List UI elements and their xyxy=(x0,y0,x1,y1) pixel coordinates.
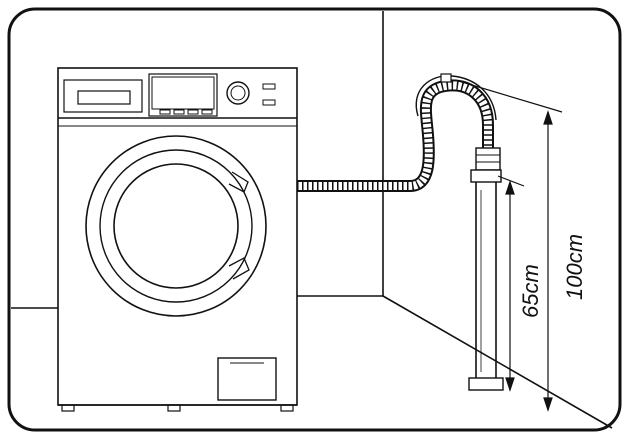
hose-guide-tip xyxy=(440,73,452,83)
program-dial-inner xyxy=(230,85,246,101)
dimension-markers xyxy=(454,79,563,412)
drawer-handle xyxy=(77,90,131,105)
power-button xyxy=(262,99,276,106)
start-button xyxy=(262,83,276,90)
door-hinge-upper xyxy=(228,171,249,193)
program-buttons xyxy=(159,109,213,115)
drain-hose-icon xyxy=(297,73,501,192)
program-dial-icon xyxy=(226,81,250,105)
door-outer-ring xyxy=(85,135,267,317)
dimension-65-arrow-top xyxy=(505,180,515,195)
dimension-65-arrow-bottom xyxy=(505,377,515,392)
standpipe-top-collar xyxy=(470,169,502,183)
dimension-100-arrow-bottom xyxy=(543,397,553,412)
label-100cm: 100cm xyxy=(562,234,587,300)
display-panel xyxy=(148,73,218,117)
label-65cm: 65cm xyxy=(518,264,543,318)
hose-guide-clip xyxy=(415,75,497,121)
hose-corrugation xyxy=(297,80,493,191)
dimension-100-arrow-top xyxy=(543,110,553,125)
door-hinge-lower xyxy=(228,257,250,280)
machine-feet xyxy=(61,404,294,412)
display-screen xyxy=(151,76,215,110)
standpipe-icon xyxy=(468,169,504,391)
dimension-65-extension-top xyxy=(497,175,525,187)
door-frame-ring xyxy=(99,149,253,303)
standpipe-floor-flange xyxy=(468,377,504,391)
dimension-100-extension-top xyxy=(454,79,563,113)
filter-hatch xyxy=(217,357,277,401)
detergent-drawer xyxy=(63,79,143,113)
washing-machine-icon xyxy=(57,67,298,412)
floor-side-wall-line xyxy=(382,295,613,429)
hose-coupling xyxy=(475,147,501,171)
room-walls xyxy=(11,11,613,429)
door-glass xyxy=(113,163,239,289)
